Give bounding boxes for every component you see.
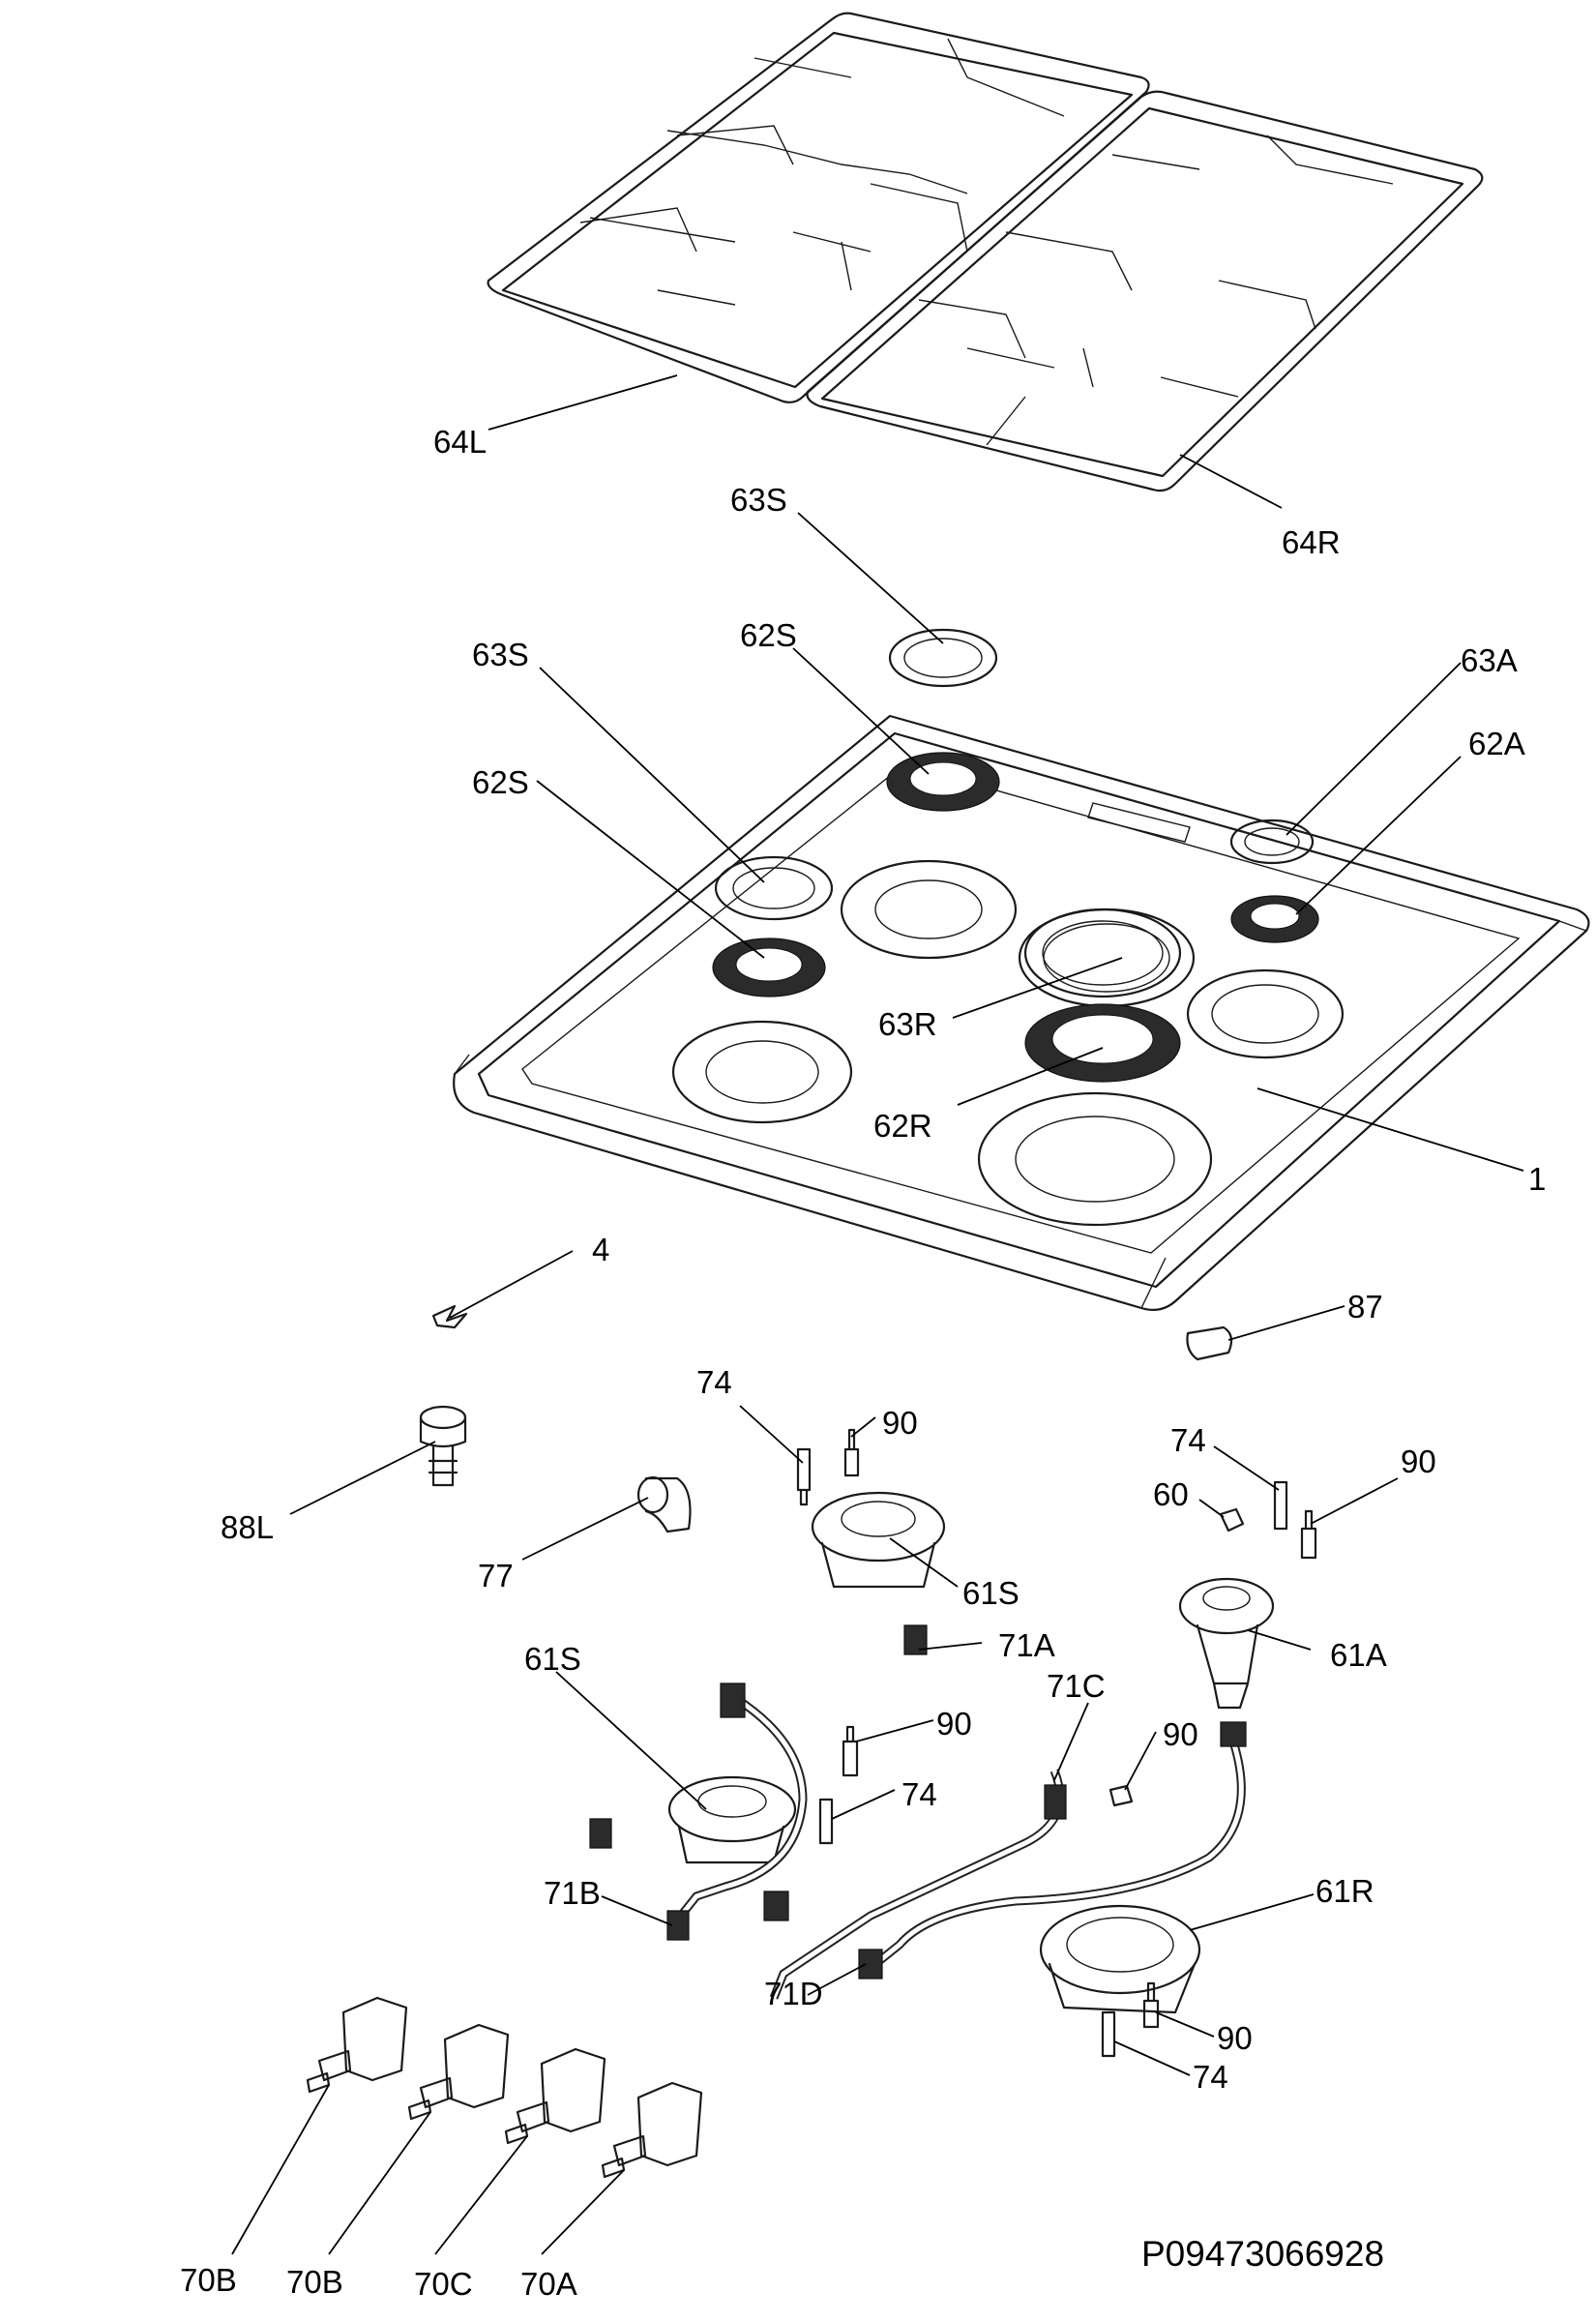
label-90-c: 90: [936, 1706, 972, 1742]
label-87: 87: [1347, 1289, 1383, 1325]
label-62S-top: 62S: [740, 617, 797, 653]
thermocouple-74-b: [1273, 1480, 1288, 1531]
label-70B-a: 70B: [180, 2262, 237, 2298]
label-61S-a: 61S: [962, 1575, 1020, 1611]
label-61S-b: 61S: [524, 1641, 581, 1677]
gas-tap-70B-b: [407, 2023, 510, 2121]
knob-part-87: [1186, 1325, 1233, 1361]
pan-support-left: [487, 12, 1150, 403]
electrode-90-c: [842, 1725, 859, 1777]
label-63R: 63R: [878, 1006, 937, 1042]
burner-cap-63A: [1229, 819, 1315, 865]
label-62A: 62A: [1468, 726, 1525, 761]
label-71D: 71D: [764, 1976, 823, 2011]
thermocouple-74-c: [818, 1798, 834, 1845]
electrode-90-a: [843, 1428, 860, 1477]
label-60: 60: [1153, 1476, 1189, 1512]
label-77: 77: [478, 1558, 514, 1593]
label-61A: 61A: [1330, 1637, 1387, 1673]
label-74-b: 74: [1170, 1422, 1206, 1458]
burner-crown-62R: [1024, 1003, 1181, 1083]
label-88L: 88L: [221, 1509, 274, 1545]
label-71A: 71A: [998, 1627, 1055, 1663]
burner-body-61A: [1178, 1577, 1275, 1710]
burner-well-semi-rear: [840, 859, 1018, 960]
label-1: 1: [1528, 1161, 1546, 1197]
burner-cap-63S-left: [714, 855, 834, 921]
part-labels: 64L 64R 63S 62S 63S 62S 63A 62A 63R 62R …: [180, 424, 1546, 2302]
label-90-e: 90: [1217, 2020, 1253, 2056]
elbow-fitting-77: [636, 1475, 692, 1533]
label-90-b: 90: [1401, 1444, 1436, 1479]
label-62R: 62R: [873, 1108, 932, 1144]
label-71C: 71C: [1047, 1668, 1106, 1704]
burner-crown-62A: [1230, 895, 1319, 943]
gas-tap-70C: [504, 2047, 606, 2145]
burner-body-61S-a: [811, 1491, 946, 1589]
thermocouple-74-d: [1101, 2010, 1116, 2058]
label-63S-top: 63S: [730, 482, 787, 518]
leader-lines: [231, 374, 1524, 2255]
label-61R: 61R: [1315, 1873, 1374, 1909]
electrode-90-e: [1142, 1981, 1160, 2029]
label-4: 4: [592, 1232, 609, 1267]
label-70B-b: 70B: [286, 2264, 343, 2300]
pan-support-right: [806, 90, 1484, 492]
gas-tap-70B-a: [306, 1996, 408, 2094]
label-74-d: 74: [1193, 2059, 1228, 2095]
burner-cap-63R: [1023, 908, 1182, 998]
hose-connector-88L: [419, 1405, 467, 1487]
label-90-a: 90: [882, 1405, 918, 1441]
clip-part-4: [431, 1304, 468, 1329]
burner-crown-62S-rear: [886, 752, 1000, 812]
burner-body-61S-b: [667, 1775, 797, 1864]
gas-pipe-71C: [763, 1769, 1067, 2000]
label-63S-left: 63S: [472, 637, 529, 672]
label-64L: 64L: [433, 424, 487, 460]
nut-60: [1219, 1507, 1245, 1533]
burner-body-61R: [1039, 1904, 1201, 2014]
thermocouple-74-a: [796, 1447, 812, 1506]
gas-pipe-71A: [589, 1624, 928, 1849]
burner-well-rapid-front: [977, 1091, 1213, 1227]
burner-well-semi-front: [671, 1020, 853, 1124]
burner-well-aux: [1186, 968, 1345, 1059]
label-64R: 64R: [1282, 524, 1341, 560]
drawing-code: P09473066928: [1141, 2234, 1384, 2274]
label-62S-left: 62S: [472, 764, 529, 800]
gas-pipe-71B: [666, 1682, 808, 1941]
label-63A: 63A: [1461, 642, 1518, 678]
gas-pipe-71D: [858, 1721, 1247, 1980]
label-90-d: 90: [1163, 1716, 1198, 1752]
label-70A: 70A: [520, 2266, 577, 2302]
label-74-a: 74: [696, 1364, 732, 1400]
hob-top-plate: [453, 714, 1590, 1311]
burner-cap-63S-rear: [888, 628, 998, 688]
burner-crown-62S-left: [712, 938, 826, 997]
label-74-c: 74: [901, 1776, 937, 1812]
nut-90-d: [1108, 1784, 1134, 1807]
gas-tap-70A: [601, 2081, 703, 2179]
label-70C: 70C: [414, 2266, 473, 2302]
electrode-90-b: [1300, 1509, 1317, 1560]
label-71B: 71B: [544, 1875, 601, 1911]
